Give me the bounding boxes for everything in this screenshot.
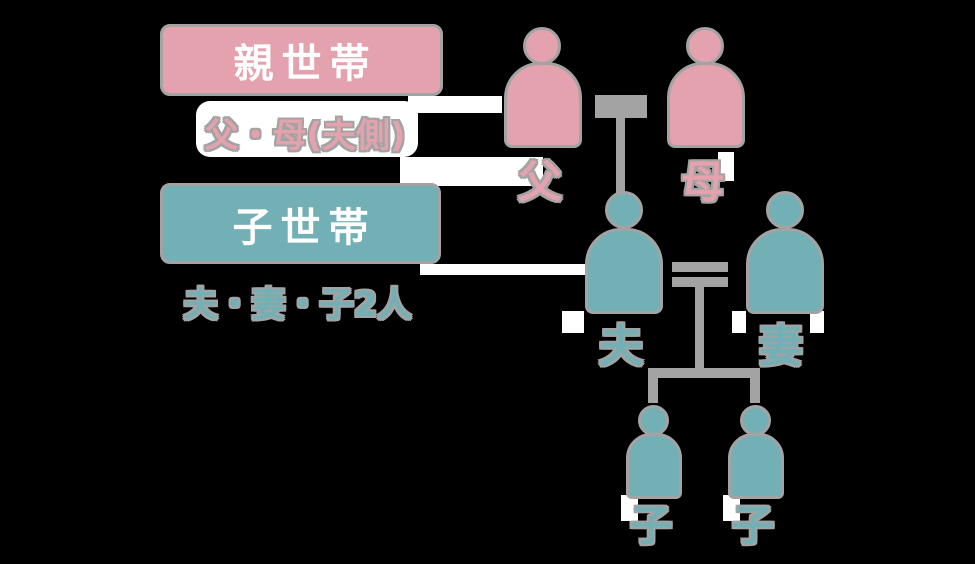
white-background-artifact: [400, 157, 543, 186]
person-head-icon: [766, 191, 804, 229]
white-background-artifact: [732, 311, 746, 333]
parent-household-box: 親世帯: [160, 24, 443, 96]
person-body-icon: [626, 433, 682, 499]
person-body-icon: [504, 62, 582, 148]
parents-marriage-connector: [595, 95, 647, 118]
couple-descent-line: [695, 287, 704, 368]
white-background-artifact: [408, 96, 502, 113]
parents-descent-line: [616, 118, 625, 193]
person-body-icon: [728, 433, 784, 499]
white-background-artifact: [718, 152, 734, 181]
white-background-artifact: [723, 495, 740, 521]
person-body-icon: [585, 228, 663, 314]
parent-household-box-label: 親世帯: [233, 41, 378, 87]
child-left-label: 子: [629, 501, 672, 550]
white-background-artifact: [420, 264, 595, 275]
white-background-artifact: [810, 311, 824, 333]
husband-label: 夫: [599, 321, 643, 372]
person-head-icon: [523, 27, 561, 65]
person-head-icon: [740, 405, 771, 436]
child-household-box: 子世帯: [160, 183, 441, 264]
person-head-icon: [638, 405, 669, 436]
child-household-subtitle: 夫・妻・子2人: [183, 285, 412, 325]
mother-label: 母: [681, 157, 725, 208]
couple-marriage-connector-bottom: [672, 277, 728, 287]
person-body-icon: [667, 62, 745, 148]
person-head-icon: [686, 27, 724, 65]
child-household-box-label: 子世帯: [232, 204, 377, 251]
couple-marriage-connector-top: [672, 262, 728, 272]
child-right-label: 子: [731, 501, 774, 550]
person-body-icon: [746, 228, 824, 314]
white-background-artifact: [621, 495, 638, 521]
sibling-bracket-left-drop: [648, 368, 658, 403]
sibling-bracket-bar: [648, 368, 760, 378]
father-label: 父: [518, 157, 562, 208]
sibling-bracket-right-drop: [750, 368, 760, 403]
white-background-artifact: [196, 101, 418, 157]
wife-label: 妻: [759, 321, 803, 372]
parent-household-subtitle: 父・母(夫側): [204, 116, 406, 156]
white-background-artifact: [562, 311, 584, 333]
person-head-icon: [605, 191, 643, 229]
